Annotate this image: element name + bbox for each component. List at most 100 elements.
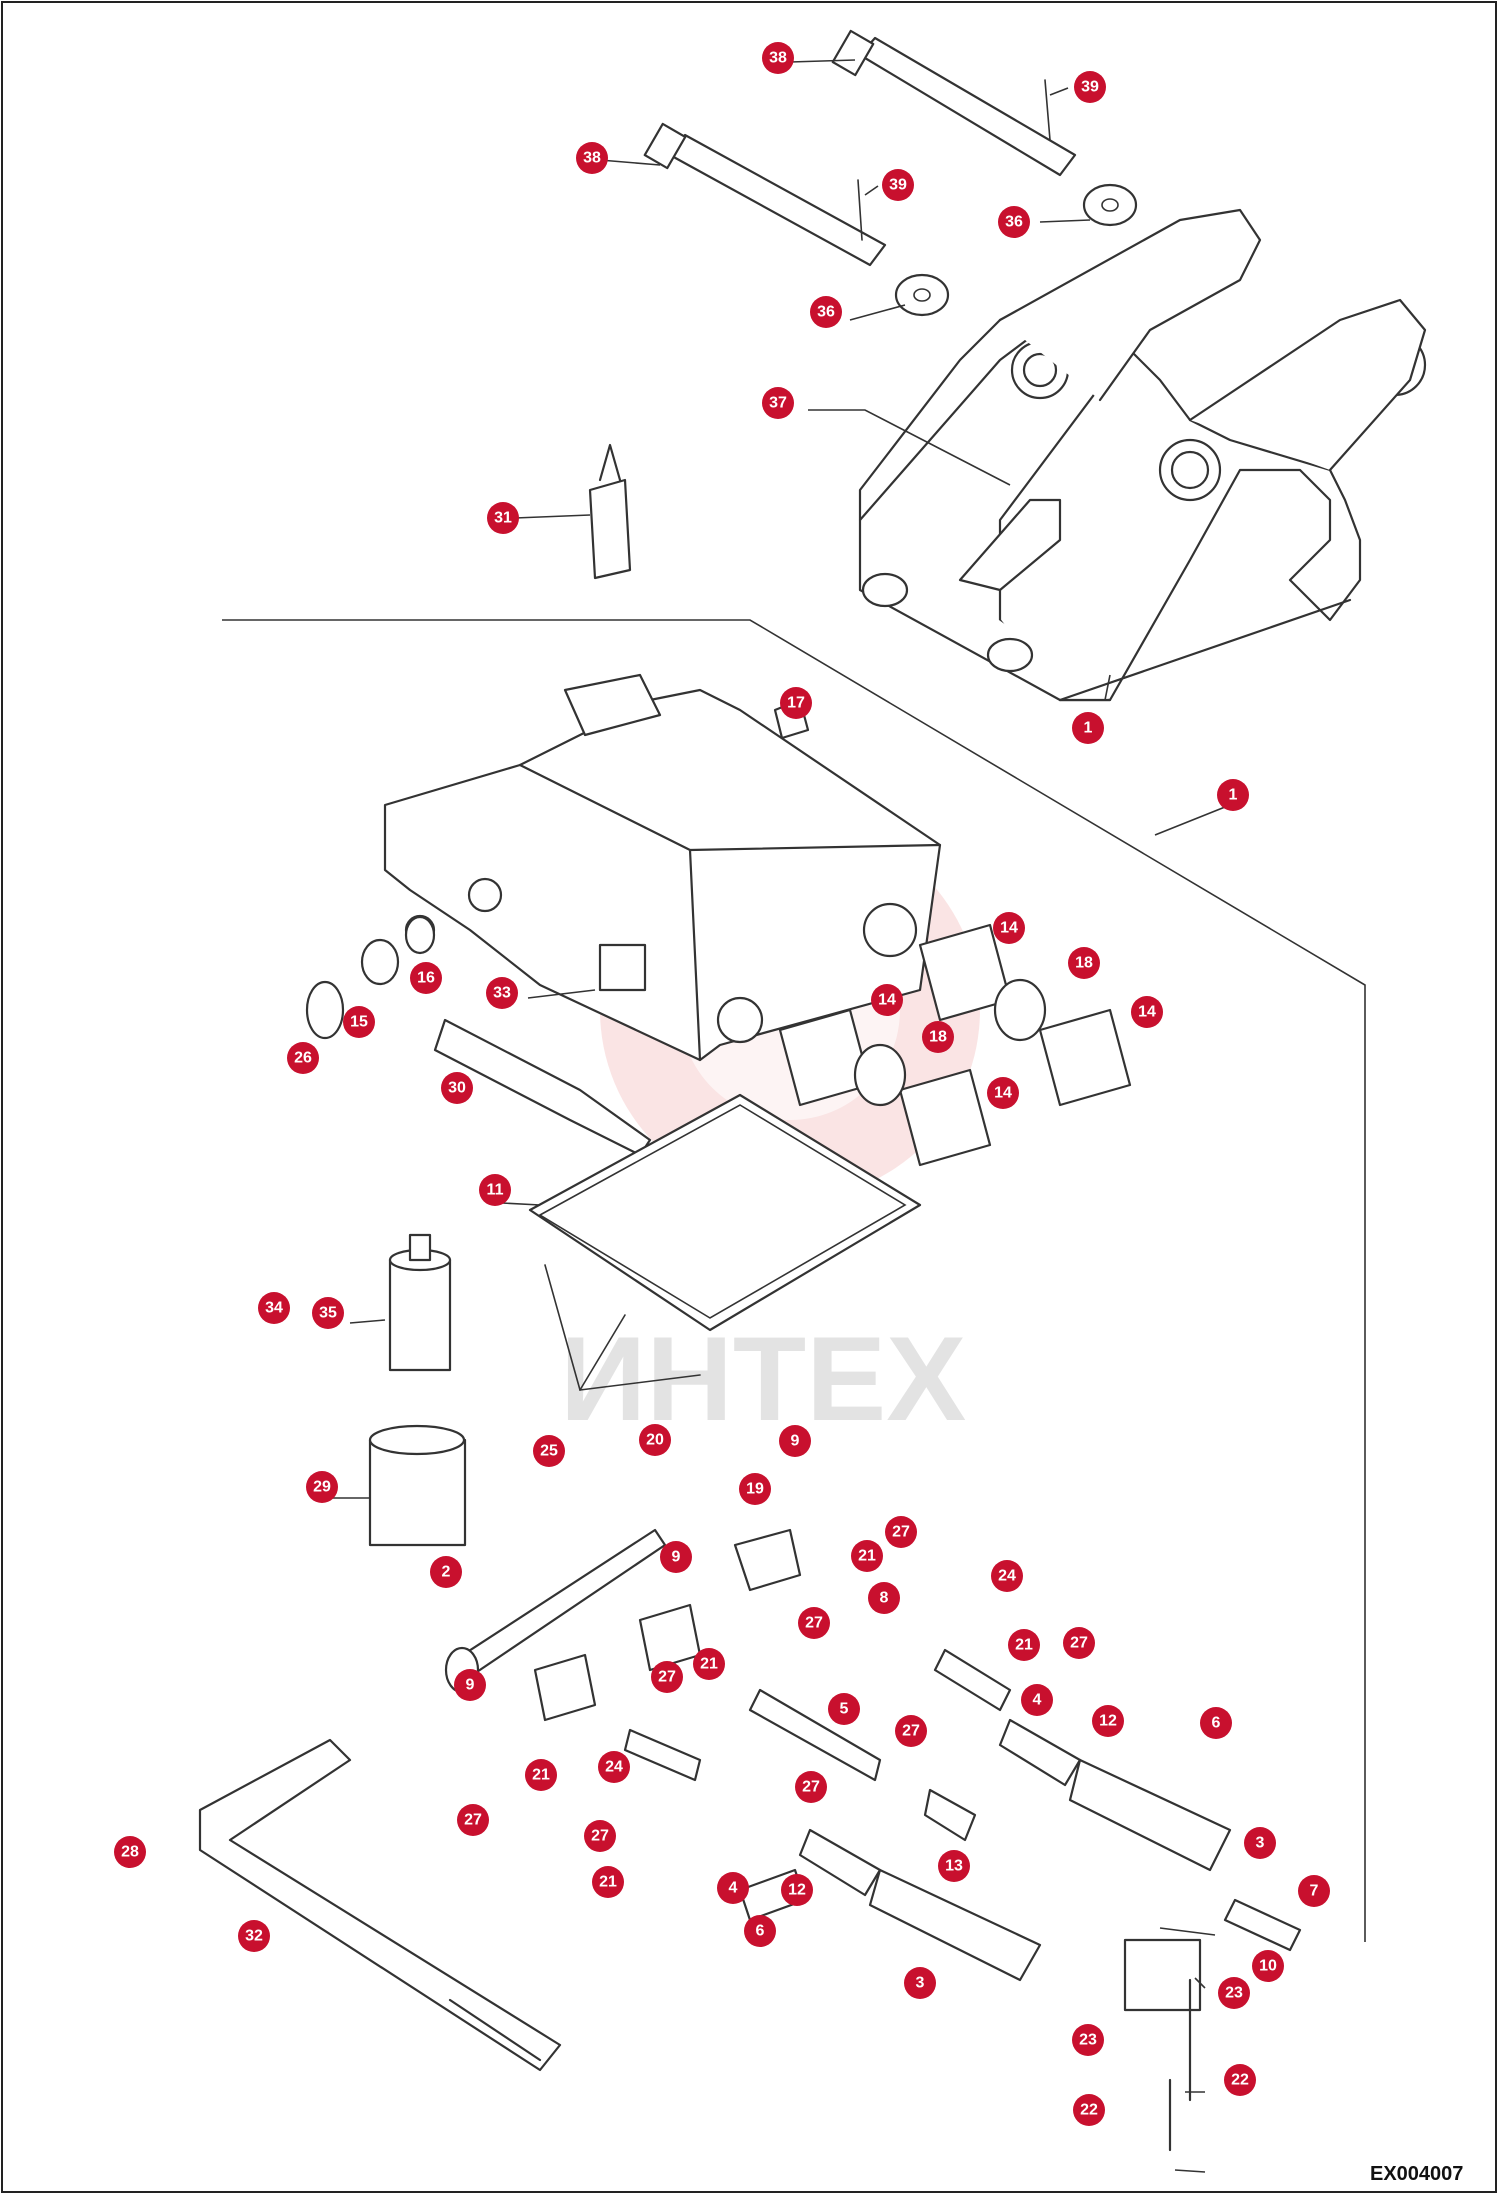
callout-marker[interactable]: 27 [651,1661,683,1693]
callout-marker[interactable]: 19 [739,1473,771,1505]
svg-text:2: 2 [442,1564,451,1581]
callout-marker[interactable]: 31 [487,502,519,534]
callout-marker[interactable]: 30 [441,1072,473,1104]
callout-marker[interactable]: 4 [1021,1684,1053,1716]
callout-marker[interactable]: 37 [762,387,794,419]
svg-text:39: 39 [1081,79,1099,96]
svg-text:18: 18 [929,1029,947,1046]
callout-marker[interactable]: 21 [693,1648,725,1680]
filter-cup [368,1424,467,1547]
callout-marker[interactable]: 13 [938,1850,970,1882]
callout-marker[interactable]: 17 [780,687,812,719]
callout-marker[interactable]: 35 [312,1297,344,1329]
callouts: 38 39 38 39 36 36 37 31 1 17 1 14 18 14 … [114,42,1330,2126]
callout-marker[interactable]: 22 [1073,2094,1105,2126]
callout-marker[interactable]: 16 [410,962,442,994]
diagram-code: EX004007 [1370,2163,1463,2185]
callout-marker[interactable]: 21 [851,1540,883,1572]
callout-marker[interactable]: 33 [486,977,518,1009]
callout-marker[interactable]: 6 [744,1915,776,1947]
callout-marker[interactable]: 27 [584,1820,616,1852]
svg-text:22: 22 [1080,2102,1098,2119]
callout-marker[interactable]: 8 [868,1582,900,1614]
svg-text:3: 3 [916,1975,925,1992]
callout-marker[interactable]: 29 [306,1471,338,1503]
callout-marker[interactable]: 7 [1298,1875,1330,1907]
callout-marker[interactable]: 20 [639,1424,671,1456]
callout-marker[interactable]: 23 [1218,1977,1250,2009]
svg-text:27: 27 [1070,1635,1088,1652]
callout-marker[interactable]: 1 [1072,712,1104,744]
callout-marker[interactable]: 2 [430,1556,462,1588]
svg-text:9: 9 [791,1433,800,1450]
svg-text:38: 38 [769,50,787,67]
callout-marker[interactable]: 27 [895,1715,927,1747]
callout-marker[interactable]: 28 [114,1836,146,1868]
svg-text:6: 6 [1212,1715,1221,1732]
callout-marker[interactable]: 21 [592,1866,624,1898]
callout-marker[interactable]: 6 [1200,1707,1232,1739]
bushings [778,923,1132,1167]
filter-element [388,1233,452,1372]
svg-text:7: 7 [1310,1883,1319,1900]
callout-marker[interactable]: 24 [991,1560,1023,1592]
svg-text:13: 13 [945,1858,963,1875]
callout-marker[interactable]: 22 [1224,2064,1256,2096]
assembly-outline [222,619,1366,1942]
callout-marker[interactable]: 25 [533,1435,565,1467]
callout-marker[interactable]: 14 [987,1077,1019,1109]
callout-marker[interactable]: 21 [525,1759,557,1791]
svg-text:28: 28 [121,1844,139,1861]
callout-marker[interactable]: 12 [1092,1705,1124,1737]
callout-marker[interactable]: 14 [993,912,1025,944]
callout-marker[interactable]: 15 [343,1006,375,1038]
callout-marker[interactable]: 18 [1068,947,1100,979]
svg-text:1: 1 [1084,720,1093,737]
callout-marker[interactable]: 10 [1252,1950,1284,1982]
callout-marker[interactable]: 26 [287,1042,319,1074]
callout-marker[interactable]: 27 [798,1607,830,1639]
callout-marker[interactable]: 18 [922,1021,954,1053]
callout-marker[interactable]: 38 [576,142,608,174]
callout-marker[interactable]: 1 [1217,779,1249,811]
upper-pin [831,29,1138,227]
callout-marker[interactable]: 36 [810,296,842,328]
callout-marker[interactable]: 38 [762,42,794,74]
callout-marker[interactable]: 14 [871,984,903,1016]
callout-marker[interactable]: 34 [258,1292,290,1324]
grease-cartridge [588,443,632,580]
callout-marker[interactable]: 9 [779,1425,811,1457]
watermark-text: ИНТЕХ [560,1312,966,1446]
svg-text:27: 27 [802,1779,820,1796]
callout-marker[interactable]: 14 [1131,996,1163,1028]
callout-marker[interactable]: 3 [1244,1827,1276,1859]
callout-marker[interactable]: 9 [454,1669,486,1701]
svg-text:31: 31 [494,510,512,527]
callout-marker[interactable]: 4 [717,1872,749,1904]
svg-text:27: 27 [892,1524,910,1541]
svg-text:12: 12 [1099,1713,1117,1730]
callout-marker[interactable]: 23 [1072,2024,1104,2056]
svg-text:1: 1 [1229,787,1238,804]
callout-marker[interactable]: 11 [479,1174,511,1206]
callout-marker[interactable]: 27 [885,1516,917,1548]
callout-marker[interactable]: 27 [795,1771,827,1803]
callout-marker[interactable]: 9 [660,1541,692,1573]
callout-marker[interactable]: 12 [781,1874,813,1906]
callout-marker[interactable]: 39 [882,169,914,201]
callout-marker[interactable]: 3 [904,1967,936,1999]
callout-marker[interactable]: 39 [1074,71,1106,103]
callout-marker[interactable]: 27 [457,1804,489,1836]
callout-marker[interactable]: 32 [238,1920,270,1952]
callout-marker[interactable]: 5 [828,1693,860,1725]
lower-pin [643,122,950,317]
callout-marker[interactable]: 36 [998,206,1030,238]
svg-text:21: 21 [599,1874,617,1891]
callout-marker[interactable]: 21 [1008,1629,1040,1661]
svg-text:23: 23 [1079,2032,1097,2049]
callout-marker[interactable]: 24 [598,1751,630,1783]
callout-marker[interactable]: 27 [1063,1627,1095,1659]
svg-text:21: 21 [700,1656,718,1673]
svg-text:14: 14 [878,992,896,1009]
